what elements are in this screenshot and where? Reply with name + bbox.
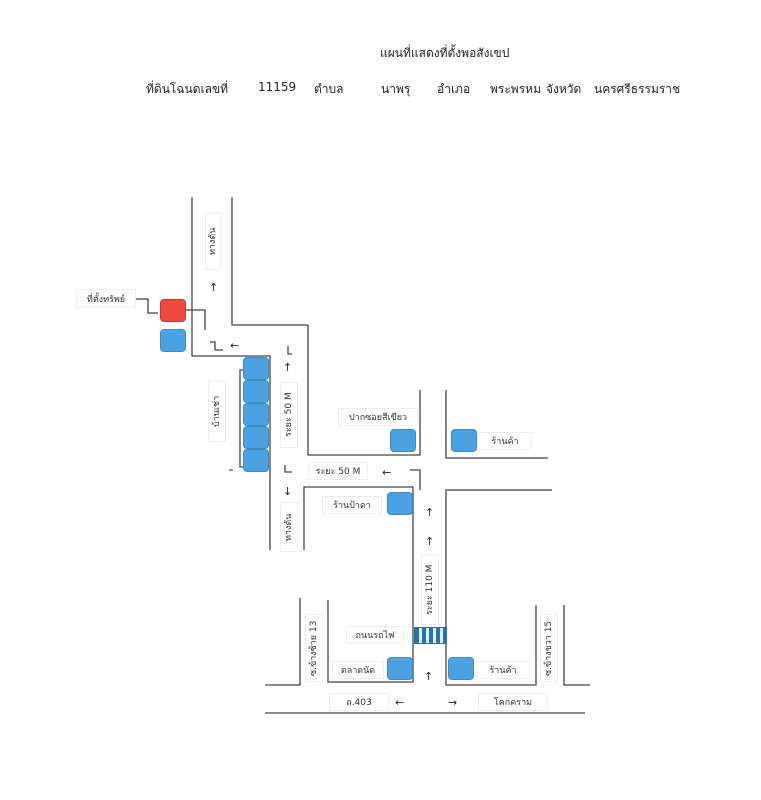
deed-label: ที่ดินโฉนดเลขที่ [146, 82, 229, 96]
rental-house-block [243, 426, 269, 449]
building-block [160, 329, 186, 352]
label-distance-50-vertical: ระยะ 50 M [280, 382, 298, 448]
label-rental-houses: บ้านเช่า [208, 380, 226, 442]
label-soi-13: ซ.ข้างซ้าย 13 [305, 614, 323, 682]
rental-house-block [243, 380, 269, 403]
label-shop-bottom: ร้านค้า [476, 661, 530, 679]
label-distance-110: ระยะ 110 M [421, 555, 439, 625]
building-block [448, 657, 474, 680]
arrow-icons: ↑ ← ↑ ↓ ← ↑ ↑ ↑ ← → [209, 281, 457, 709]
svg-text:↑: ↑ [425, 535, 434, 548]
rental-house-block [243, 357, 269, 380]
svg-text:→: → [448, 696, 457, 709]
label-distance-50-horizontal: ระยะ 50 M [308, 462, 368, 480]
label-dead-end-top: ทางตัน [205, 212, 221, 270]
label-shop-pada: ร้านป้าดา [322, 496, 382, 514]
province-label: จังหวัด [546, 82, 582, 96]
building-block [387, 492, 413, 515]
label-road-403: ถ.403 [329, 693, 389, 711]
rental-house-block [243, 403, 269, 426]
svg-text:←: ← [395, 696, 404, 709]
district: พระพรหม [490, 82, 541, 96]
province: นครศรีธรรมราช [594, 82, 681, 96]
rental-house-block [243, 449, 269, 472]
svg-text:↓: ↓ [283, 485, 292, 498]
property-marker[interactable] [160, 299, 186, 322]
svg-text:←: ← [230, 339, 239, 352]
subdistrict-label: ตำบล [314, 82, 344, 96]
svg-text:↑: ↑ [425, 506, 434, 519]
label-railway: ถนนรถไฟ [346, 626, 404, 644]
label-soi-entrance: ปากซอยสีเขียว [338, 408, 418, 426]
label-khok-khram: โคกคราม [478, 693, 548, 711]
label-dead-end-bottom: ทางตัน [280, 502, 298, 552]
district-label: อำเภอ [437, 82, 471, 96]
svg-text:↑: ↑ [209, 281, 218, 294]
svg-text:↑: ↑ [424, 670, 433, 683]
label-shop-top: ร้านค้า [478, 432, 532, 450]
label-soi-15: ซ.ข้างขวา 15 [540, 614, 558, 682]
building-block [387, 657, 413, 680]
label-property: ที่ตั้งทรัพย์ [76, 289, 136, 308]
subdistrict: นาพรุ [381, 82, 411, 96]
railway-crossing [414, 627, 447, 644]
svg-text:←: ← [382, 466, 391, 479]
map-title: แผนที่แสดงที่ตั้งพอสังเขป [380, 46, 510, 60]
building-block [451, 429, 477, 452]
label-market: ตลาดนัด [332, 661, 384, 679]
deed-number: 11159 [258, 80, 297, 94]
building-block [390, 429, 416, 452]
svg-text:↑: ↑ [283, 361, 292, 374]
